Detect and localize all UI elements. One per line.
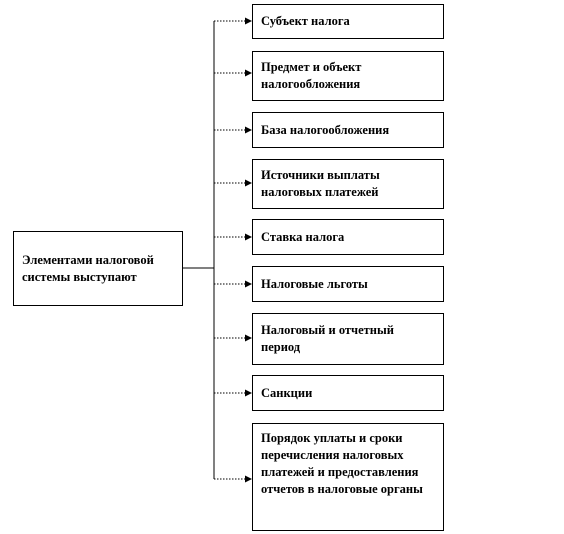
element-box-object: Предмет и объект налогообложения — [252, 51, 444, 101]
element-box-base: База налогообложения — [252, 112, 444, 148]
element-box-period: Налоговый и отчетный период — [252, 313, 444, 365]
element-label: Налоговые льготы — [261, 276, 368, 291]
element-box-procedure: Порядок уплаты и сроки перечисления нало… — [252, 423, 444, 531]
element-label: Предмет и объект налогообложения — [261, 60, 362, 91]
element-label: Санкции — [261, 385, 313, 400]
element-box-benefits: Налоговые льготы — [252, 266, 444, 302]
root-box: Элементами налоговой системы выступают — [13, 231, 183, 306]
element-box-subject: Субъект налога — [252, 4, 444, 39]
element-label: Источники выплаты налоговых платежей — [261, 168, 380, 199]
element-label: База налогообложения — [261, 122, 390, 137]
element-label: Ставка налога — [261, 229, 345, 244]
element-label: Налоговый и отчетный период — [261, 323, 394, 354]
root-label: Элементами налоговой системы выступают — [22, 252, 154, 284]
element-box-sanctions: Санкции — [252, 375, 444, 411]
element-box-rate: Ставка налога — [252, 219, 444, 255]
element-box-sources: Источники выплаты налоговых платежей — [252, 159, 444, 209]
element-label: Субъект налога — [261, 14, 350, 28]
element-label: Порядок уплаты и сроки перечисления нало… — [261, 431, 423, 496]
